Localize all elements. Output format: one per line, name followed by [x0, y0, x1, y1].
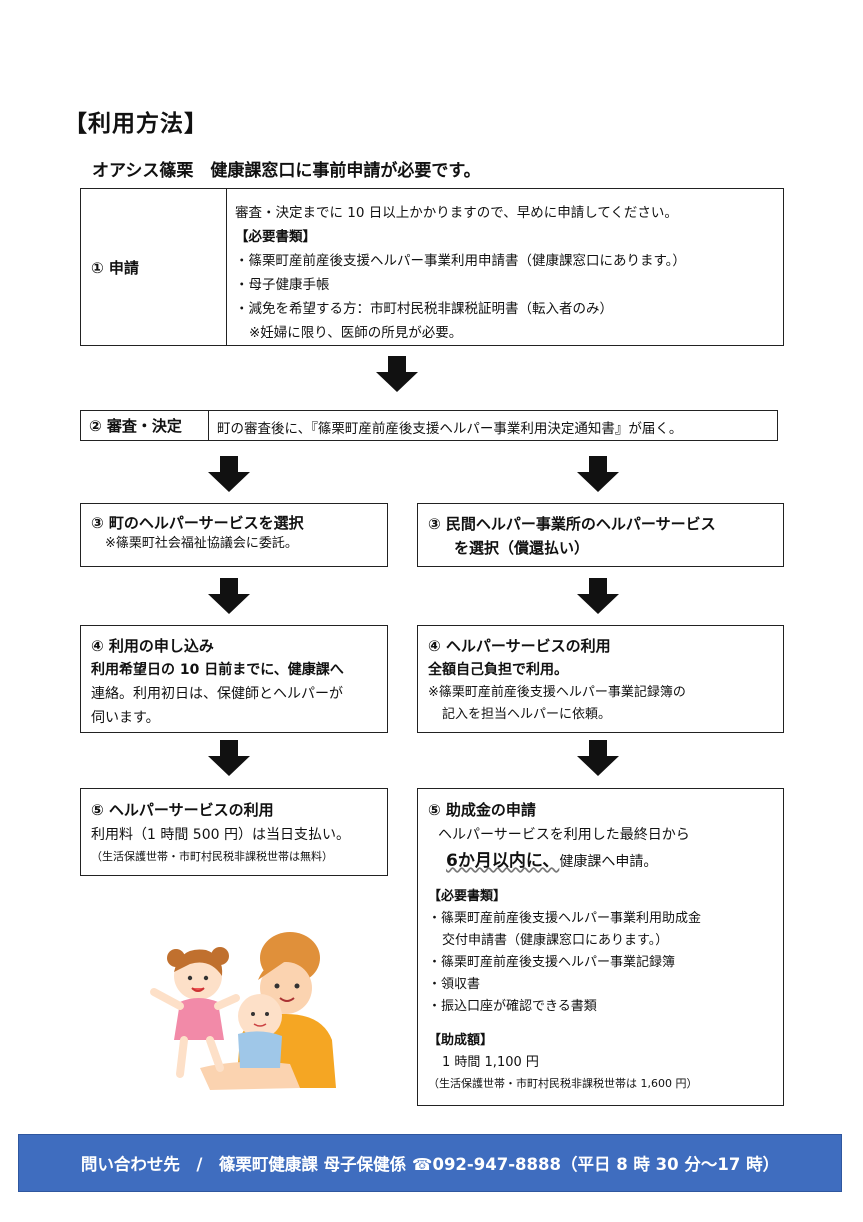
grant-value: 1 時間 1,100 円 [442, 1055, 539, 1070]
arrow-down-icon [577, 456, 619, 492]
page-title: 【利用方法】 [64, 111, 208, 137]
step1-doc2: ・母子健康手帳 [235, 277, 330, 293]
arrow-down-icon [376, 356, 418, 392]
left-step3-box: ③ 町のヘルパーサービスを選択 ※篠栗町社会福祉協議会に委託。 [80, 503, 388, 567]
right-step5-heading: ⑤ 助成金の申請 [428, 801, 536, 819]
right-step3-heading-1: ③ 民間ヘルパー事業所のヘルパーサービス [428, 515, 716, 533]
left-step4-heading: ④ 利用の申し込み [91, 637, 214, 655]
grant-heading: 【助成額】 [428, 1033, 494, 1048]
right-step5-box: ⑤ 助成金の申請 ヘルパーサービスを利用した最終日から 6か月以内に、健康課へ申… [417, 788, 784, 1106]
right-docs-heading: 【必要書類】 [428, 889, 507, 904]
right-step5-line1: ヘルパーサービスを利用した最終日から [438, 827, 690, 843]
right-doc4: ・振込口座が確認できる書類 [428, 999, 597, 1014]
right-doc1b: 交付申請書（健康課窓口にあります。） [442, 933, 669, 948]
mother-and-children-illustration [150, 932, 336, 1090]
right-doc3: ・領収書 [428, 977, 481, 992]
left-step5-heading: ⑤ ヘルパーサービスの利用 [91, 801, 274, 819]
step1-intro: 審査・決定までに 10 日以上かかりますので、早めに申請してください。 [235, 205, 678, 221]
left-step5-line1: 利用料（1 時間 500 円）は当日支払い。 [91, 827, 350, 843]
right-doc1a: ・篠栗町産前産後支援ヘルパー事業利用助成金 [428, 911, 702, 926]
left-step4-line3: 伺います。 [91, 710, 160, 726]
left-step3-note: ※篠栗町社会福祉協議会に委託。 [105, 536, 298, 551]
right-step4-box: ④ ヘルパーサービスの利用 全額自己負担で利用。 ※篠栗町産前産後支援ヘルパー事… [417, 625, 784, 733]
step1-doc1: ・篠栗町産前産後支援ヘルパー事業利用申請書（健康課窓口にあります。） [235, 253, 686, 269]
right-doc2: ・篠栗町産前産後支援ヘルパー事業記録簿 [428, 955, 676, 970]
right-step3-box: ③ 民間ヘルパー事業所のヘルパーサービス を選択（償還払い） [417, 503, 784, 567]
contact-footer: 問い合わせ先 / 篠栗町健康課 母子保健係 ☎092-947-8888（平日 8… [18, 1134, 842, 1192]
arrow-down-icon [208, 578, 250, 614]
deadline-text: 6か月以内に、 [446, 851, 560, 871]
right-step4-heading: ④ ヘルパーサービスの利用 [428, 637, 611, 655]
arrow-down-icon [208, 456, 250, 492]
left-step4-line1: 利用希望日の 10 日前までに、健康課へ [91, 662, 344, 678]
arrow-down-icon [577, 578, 619, 614]
arrow-down-icon [577, 740, 619, 776]
step1-box: ① 申請 審査・決定までに 10 日以上かかりますので、早めに申請してください。… [80, 188, 784, 346]
step2-box: ② 審査・決定 町の審査後に、『篠栗町産前産後支援ヘルパー事業利用決定通知書』が… [80, 410, 778, 441]
step1-label: ① 申請 [81, 189, 227, 345]
step1-doc3: ・減免を希望する方：市町村民税非課税証明書（転入者のみ） [235, 301, 613, 317]
right-step5-line2: 健康課へ申請。 [559, 854, 658, 870]
left-step3-heading: ③ 町のヘルパーサービスを選択 [91, 514, 304, 532]
right-step4-line3: 記入を担当ヘルパーに依頼。 [442, 707, 612, 722]
step1-note: ※妊婦に限り、医師の所見が必要。 [249, 325, 463, 341]
step1-docs-head: 【必要書類】 [235, 229, 316, 245]
left-step5-box: ⑤ ヘルパーサービスの利用 利用料（1 時間 500 円）は当日支払い。 （生活… [80, 788, 388, 876]
right-step4-line2: ※篠栗町産前産後支援ヘルパー事業記録簿の [428, 685, 686, 700]
left-step4-line2: 連絡。利用初日は、保健師とヘルパーが [91, 686, 343, 702]
step2-label: ② 審査・決定 [81, 411, 209, 440]
page-subtitle: オアシス篠栗 健康課窓口に事前申請が必要です。 [92, 161, 481, 181]
grant-note: （生活保護世帯・市町村民税非課税世帯は 1,600 円） [428, 1077, 698, 1090]
right-step3-heading-2: を選択（償還払い） [454, 539, 590, 557]
step1-content: 審査・決定までに 10 日以上かかりますので、早めに申請してください。 【必要書… [235, 201, 775, 345]
arrow-down-icon [208, 740, 250, 776]
right-step4-line1: 全額自己負担で利用。 [428, 662, 568, 678]
left-step5-line2: （生活保護世帯・市町村民税非課税世帯は無料） [91, 850, 333, 863]
left-step4-box: ④ 利用の申し込み 利用希望日の 10 日前までに、健康課へ 連絡。利用初日は、… [80, 625, 388, 733]
step2-text: 町の審査後に、『篠栗町産前産後支援ヘルパー事業利用決定通知書』が届く。 [217, 421, 683, 437]
